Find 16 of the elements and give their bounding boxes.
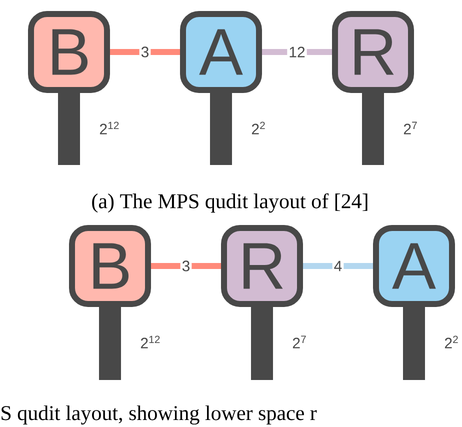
connector-line	[262, 49, 332, 55]
dimension-label: 2$^{12}$	[100, 122, 119, 134]
edge-label: 12	[287, 45, 307, 59]
dimension-label: 2$^{2}$	[444, 336, 458, 348]
caption-text: S qudit layout, showing lower space r	[2, 405, 317, 425]
caption-text: (a) The MPS qudit layout of [24]	[92, 193, 368, 213]
dimension-label: 2$^{12}$	[140, 336, 160, 348]
dimension-label: 2$^{7}$	[404, 122, 417, 134]
edge-label: 3	[180, 259, 192, 273]
dimension-label: 2$^{2}$	[252, 122, 265, 134]
edge-label: 3	[139, 45, 151, 59]
connector-line	[110, 49, 180, 55]
connector-line	[303, 263, 373, 269]
dimension-label: 2$^{7}$	[292, 336, 306, 348]
connector-line	[151, 263, 221, 269]
edge-label: 4	[332, 259, 344, 273]
